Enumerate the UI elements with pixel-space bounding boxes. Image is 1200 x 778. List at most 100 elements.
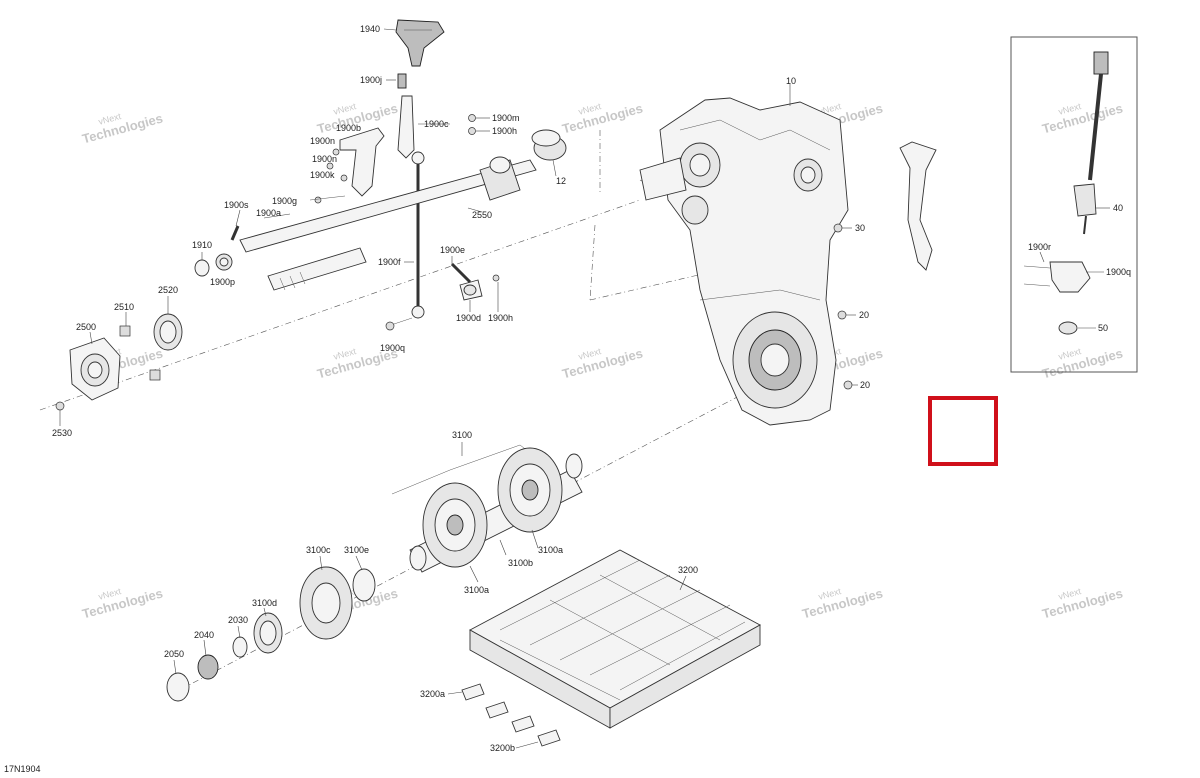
spring (397, 73, 407, 89)
ring-3100e (352, 568, 376, 602)
callout-1900a: 1900a (256, 208, 281, 218)
clip (485, 701, 509, 719)
callout-20: 20 (859, 310, 869, 320)
callout-10: 10 (786, 76, 796, 86)
callout-3100e: 3100e (344, 545, 369, 555)
callout-1900e: 1900e (440, 245, 465, 255)
callout-1940: 1940 (360, 24, 380, 34)
watermark: vNext Technologies (81, 585, 165, 621)
callout-1900h: 1900h (492, 126, 517, 136)
watermark: vNext Technologies (561, 100, 645, 136)
callout-1910: 1910 (192, 240, 212, 250)
callout-3200a: 3200a (420, 689, 445, 699)
callout-50: 50 (1098, 323, 1108, 333)
callout-1900d: 1900d (456, 313, 481, 323)
callout-1900n: 1900n (310, 136, 335, 146)
callout-2520: 2520 (158, 285, 178, 295)
svg-text:Technologies: Technologies (1041, 100, 1125, 136)
svg-text:Technologies: Technologies (801, 585, 885, 621)
callout-2530: 2530 (52, 428, 72, 438)
clip (461, 683, 485, 701)
nut-2510 (119, 325, 131, 337)
callout-3100: 3100 (452, 430, 472, 440)
callout-1900j: 1900j (360, 75, 382, 85)
shift-knob (395, 19, 445, 67)
bracket (339, 127, 385, 197)
watermark: vNext Technologies (561, 345, 645, 381)
callout-1900f: 1900f (378, 257, 401, 267)
callout-1900q: 1900q (380, 343, 405, 353)
callout-3100a: 3100a (538, 545, 563, 555)
watermark: vNext Technologies (1041, 100, 1125, 136)
sensor-inset (1023, 51, 1109, 335)
output-flange-assembly (55, 313, 183, 411)
callout-3100d: 3100d (252, 598, 277, 608)
sprocket-left (422, 482, 488, 568)
watermark: vNext Technologies (1041, 345, 1125, 381)
callout-2510: 2510 (114, 302, 134, 312)
inset-frame (1010, 36, 1138, 373)
callout-3200: 3200 (678, 565, 698, 575)
callout-1900g: 1900g (272, 196, 297, 206)
callout-1900q: 1900q (1106, 267, 1131, 277)
svg-text:Technologies: Technologies (561, 100, 645, 136)
callout-1900r: 1900r (1028, 242, 1051, 252)
track-clips (461, 683, 561, 747)
sensor-washer (1058, 321, 1078, 335)
shift-shaft (239, 129, 567, 291)
track-section (469, 549, 761, 729)
svg-text:Technologies: Technologies (1041, 585, 1125, 621)
leader-lines (59, 28, 1110, 749)
svg-text:Technologies: Technologies (81, 110, 165, 146)
shift-lever-assembly (230, 19, 476, 319)
callout-1900s: 1900s (224, 200, 249, 210)
svg-text:Technologies: Technologies (1041, 345, 1125, 381)
callout-labels: 1940 1900j 1900m 1900c 1900h 1900b 1900n… (4, 24, 1131, 774)
callout-1900b: 1900b (336, 123, 361, 133)
svg-text:Technologies: Technologies (81, 585, 165, 621)
callout-2500: 2500 (76, 322, 96, 332)
ring-2030 (232, 636, 248, 658)
figure-id: 17N1904 (4, 764, 41, 774)
speed-sensor (1073, 183, 1097, 217)
clip (511, 715, 535, 733)
callout-3100b: 3100b (508, 558, 533, 568)
callout-40: 40 (1113, 203, 1123, 213)
sprocket-right (497, 447, 563, 533)
callout-2550: 2550 (472, 210, 492, 220)
callout-1900m: 1900m (492, 113, 520, 123)
callout-3100c: 3100c (306, 545, 331, 555)
clip (537, 729, 561, 747)
svg-text:Technologies: Technologies (561, 345, 645, 381)
callout-1900c: 1900c (424, 119, 449, 129)
drive-axle-assembly (391, 444, 583, 573)
ring-2050 (166, 672, 190, 702)
callout-1900n: 1900n (312, 154, 337, 164)
watermark: vNext Technologies (1041, 585, 1125, 621)
sensor-bracket (1049, 261, 1091, 293)
callout-12: 12 (556, 176, 566, 186)
splined-shaft (267, 247, 367, 291)
wiring-harness-bracket (899, 141, 937, 271)
shift-lever-arm (397, 95, 415, 159)
callout-2050: 2050 (164, 649, 184, 659)
bearing-parts (166, 566, 376, 702)
callout-2030: 2030 (228, 615, 248, 625)
watermark: vNext Technologies (81, 110, 165, 146)
callout-30: 30 (855, 223, 865, 233)
track-belt (469, 549, 761, 709)
callout-1900p: 1900p (210, 277, 235, 287)
watermark: vNext Technologies (801, 585, 885, 621)
callout-3100a: 3100a (464, 585, 489, 595)
watermarks: vNext Technologies vNext Technologies vN… (81, 100, 1125, 621)
highlight-box (928, 396, 998, 466)
cap-2040 (197, 654, 219, 680)
input-shaft-stub (639, 157, 687, 201)
callout-20: 20 (860, 380, 870, 390)
callout-2040: 2040 (194, 630, 214, 640)
callout-1900k: 1900k (310, 170, 335, 180)
gearbox-housing (639, 97, 853, 426)
callout-3200b: 3200b (490, 743, 515, 753)
callout-1900h: 1900h (488, 313, 513, 323)
